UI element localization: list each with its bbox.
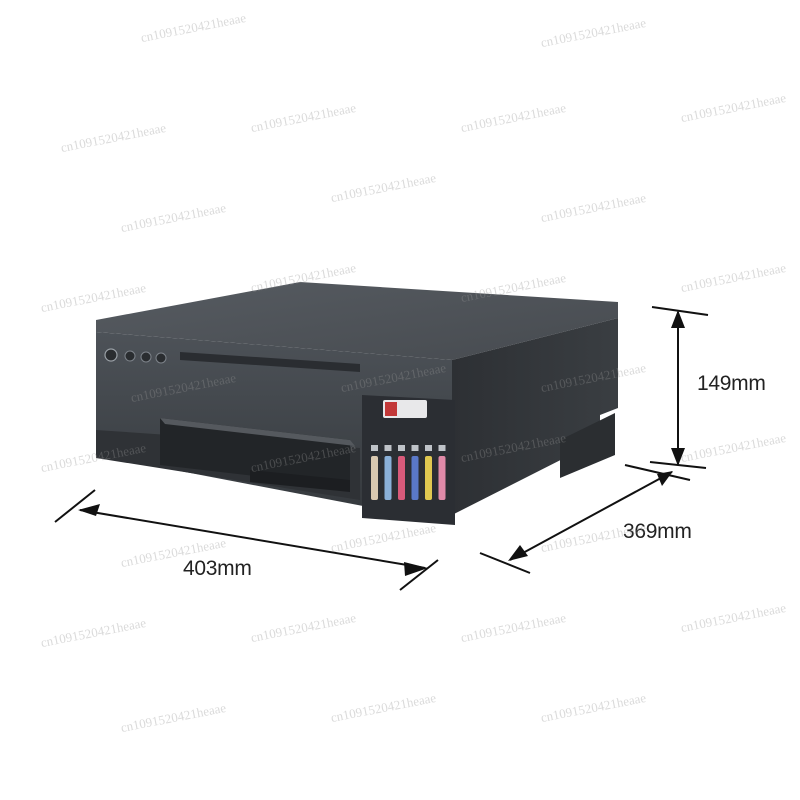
printer-top	[96, 282, 618, 360]
ink-tank-cap	[425, 445, 432, 451]
ink-tank-cap	[371, 445, 378, 451]
printer-side-base	[560, 413, 615, 478]
printer-illustration	[96, 282, 618, 525]
home-button-icon	[124, 350, 136, 362]
depth-dimension	[479, 464, 691, 574]
ink-tank	[425, 456, 432, 500]
ink-tanks	[371, 445, 446, 500]
ink-tank	[398, 456, 405, 500]
control-panel	[104, 348, 167, 364]
ink-tank	[384, 456, 392, 500]
ink-tank	[411, 456, 419, 500]
brand-logo-mark	[385, 402, 397, 416]
ink-tank-cap	[438, 445, 446, 451]
ink-tank-cap	[384, 445, 392, 451]
output-tray-bottom	[250, 470, 350, 492]
width-dimension-label: 403mm	[183, 557, 252, 580]
output-slot	[180, 352, 360, 372]
ink-tank	[438, 456, 446, 500]
printer-side	[452, 318, 618, 515]
height-dimension-label: 149mm	[697, 372, 766, 395]
depth-dimension-label: 369mm	[623, 520, 692, 543]
width-dimension	[54, 489, 439, 591]
output-tray-edge	[160, 418, 355, 446]
height-dimension	[649, 306, 709, 469]
ink-tank-cap	[398, 445, 405, 451]
stop-button-icon	[155, 352, 167, 364]
ink-tank-cap	[411, 445, 419, 451]
wifi-button-icon	[140, 351, 152, 363]
ink-tank	[371, 456, 378, 500]
power-button-icon	[104, 348, 118, 362]
